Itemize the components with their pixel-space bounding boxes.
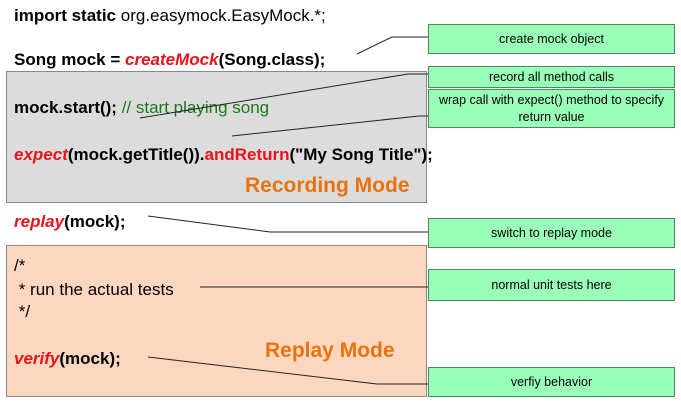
comment-body: * run the actual tests xyxy=(14,280,174,299)
comment-open: /* xyxy=(14,256,26,275)
note-record-calls: record all method calls xyxy=(428,66,675,88)
connector-switch-replay xyxy=(147,215,428,233)
verify-call: verify xyxy=(14,349,60,368)
connector-wrap-expect xyxy=(231,115,428,137)
mock-start-code: mock.start(); xyxy=(14,98,117,117)
expect-line: expect(mock.getTitle()).andReturn("My So… xyxy=(14,145,433,165)
create-mock-line: Song mock = createMock(Song.class); xyxy=(14,50,325,70)
replay-line: replay(mock); xyxy=(14,212,126,232)
import-line: import static org.easymock.EasyMock.*; xyxy=(14,6,326,26)
verify-suffix: (mock); xyxy=(59,349,121,368)
replay-suffix: (mock); xyxy=(64,212,126,231)
import-package: org.easymock.EasyMock.*; xyxy=(116,6,326,25)
recording-mode-region xyxy=(6,71,427,203)
connector-record-calls xyxy=(139,73,428,119)
replay-mode-label: Replay Mode xyxy=(265,339,395,362)
expect-middle: (mock.getTitle()). xyxy=(67,145,205,164)
comment-close: */ xyxy=(14,302,31,321)
recording-mode-label: Recording Mode xyxy=(245,174,410,197)
note-verify-behavior: verfiy behavior xyxy=(428,367,675,397)
note-wrap-expect: wrap call with expect() method to specif… xyxy=(428,89,675,128)
connector-verify xyxy=(147,356,428,385)
note-switch-replay: switch to replay mode xyxy=(428,218,675,248)
replay-mode-region xyxy=(6,245,427,397)
note-unit-tests: normal unit tests here xyxy=(428,269,675,301)
song-mock-suffix: (Song.class); xyxy=(218,50,326,69)
import-keyword: import static xyxy=(14,6,117,25)
connector-create-mock xyxy=(356,36,428,55)
expect-call: expect xyxy=(14,145,68,164)
create-mock-call: createMock xyxy=(125,50,219,69)
note-create-mock: create mock object xyxy=(428,24,675,54)
and-return-call: andReturn xyxy=(204,145,290,164)
replay-call: replay xyxy=(14,212,65,231)
verify-line: verify(mock); xyxy=(14,349,121,369)
song-mock-prefix: Song mock = xyxy=(14,50,125,69)
expect-suffix: ("My Song Title"); xyxy=(289,145,433,164)
